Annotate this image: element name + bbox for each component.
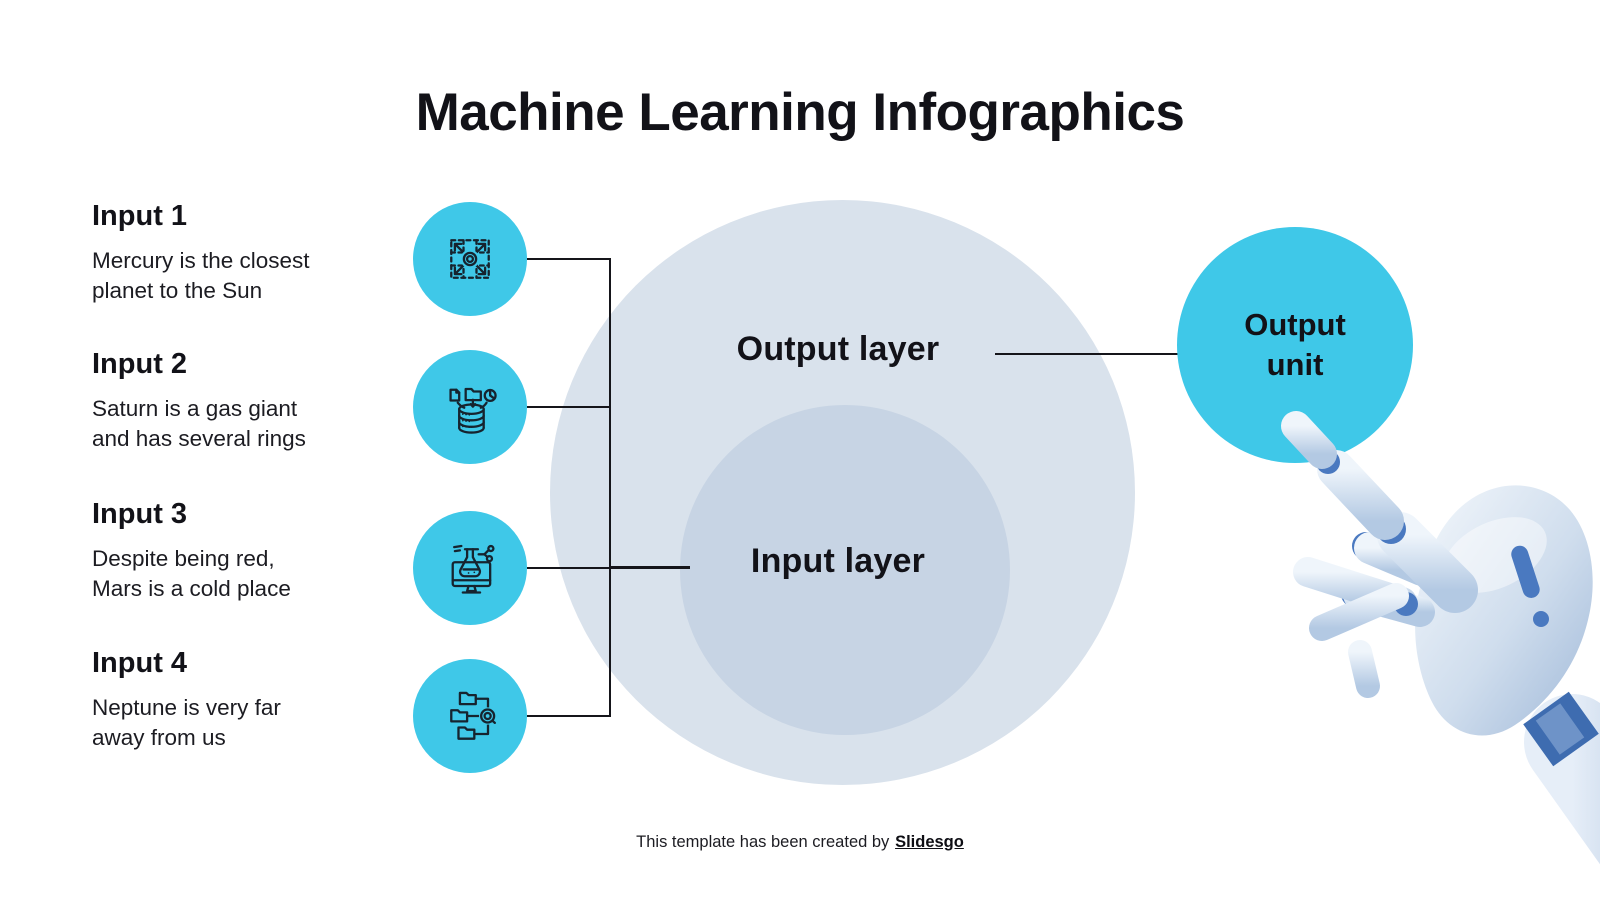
- input-3-description: Despite being red, Mars is a cold place: [92, 546, 291, 601]
- robot-index-finger: [1377, 512, 1478, 613]
- connector-input4-line: [527, 715, 610, 717]
- dimension-grid-icon: [450, 239, 490, 279]
- output-layer-label: Output layer: [736, 330, 940, 368]
- database-sources-icon: [449, 387, 497, 434]
- connector-input1-line: [527, 258, 610, 260]
- input-1-block: Input 1 Mercury is the closest planet to…: [92, 200, 422, 306]
- robot-wrist-joint: [1523, 691, 1599, 767]
- folder-workflow-icon: [450, 691, 497, 740]
- input-1-badge: [413, 202, 527, 316]
- robot-palm-dot: [1533, 611, 1549, 627]
- output-unit-label: Output unit: [1244, 307, 1346, 382]
- input-layer-label: Input layer: [750, 542, 926, 580]
- input-4-badge: [413, 659, 527, 773]
- input-3-heading: Input 3: [92, 498, 188, 530]
- input-2-badge: [413, 350, 527, 464]
- input-4-block: Input 4 Neptune is very far away from us: [92, 647, 422, 753]
- input-4-description: Neptune is very far away from us: [92, 695, 281, 750]
- footer-text: This template has been created by: [636, 833, 890, 851]
- connector-input-layer-line: [610, 566, 690, 569]
- input-1-description: Mercury is the closest planet to the Sun: [92, 248, 310, 303]
- input-1-heading: Input 1: [92, 200, 188, 232]
- experiment-monitor-icon: [451, 544, 495, 594]
- input-layer-circle: [680, 405, 1010, 735]
- slidesgo-link[interactable]: Slidesgo: [895, 833, 964, 851]
- input-3-badge: [413, 511, 527, 625]
- input-2-description: Saturn is a gas giant and has several ri…: [92, 396, 306, 451]
- connector-input2-line: [527, 406, 610, 408]
- input-3-block: Input 3 Despite being red, Mars is a col…: [92, 498, 422, 604]
- footer-credit: This template has been created by Slidesg…: [0, 833, 1600, 852]
- robot-forearm: [1524, 694, 1600, 865]
- connector-vertical-line: [609, 258, 611, 717]
- input-2-block: Input 2 Saturn is a gas giant and has se…: [92, 348, 422, 454]
- output-unit-circle: Output unit: [1177, 227, 1413, 463]
- robot-palm-slot: [1511, 545, 1540, 598]
- robot-thumb: [1293, 557, 1417, 617]
- input-4-heading: Input 4: [92, 647, 188, 679]
- robot-palm: [1415, 485, 1593, 736]
- input-2-heading: Input 2: [92, 348, 188, 380]
- connector-input3-line: [527, 567, 610, 569]
- page-title: Machine Learning Infographics: [415, 83, 1185, 142]
- robot-folded-finger: [1343, 580, 1435, 627]
- robot-hand-illustration: [1281, 411, 1600, 865]
- robot-folded-finger: [1354, 532, 1438, 586]
- connector-output-unit-line: [995, 353, 1179, 355]
